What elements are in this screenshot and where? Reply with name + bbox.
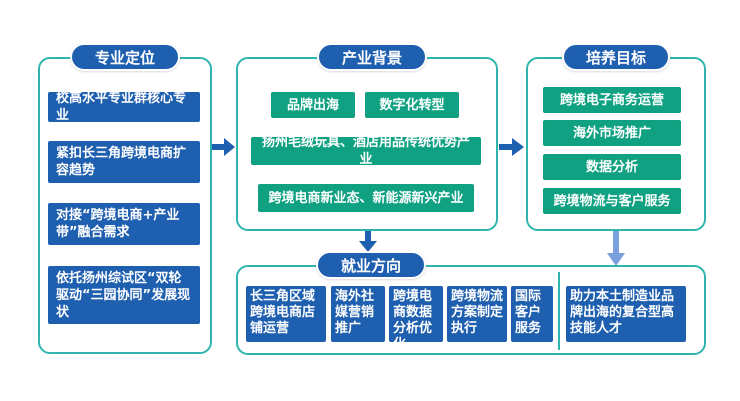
goal-item: 数据分析: [543, 154, 681, 180]
employment-column: 海外社媒营销推广: [331, 286, 385, 342]
employment-column: 跨境物流方案制定执行: [447, 286, 507, 342]
employment-column: 国际客户服务: [511, 286, 553, 342]
employment-column: 长三角区域跨境电商店铺运营: [246, 286, 326, 342]
industry-item: 扬州毛绒玩具、酒店用品传统优势产业: [251, 135, 481, 167]
arrow-right-icon: [499, 138, 524, 156]
industry-item: 数字化转型: [365, 92, 459, 118]
arrow-down-icon: [607, 231, 625, 266]
positioning-item: 校高水平专业群核心专业: [48, 91, 200, 123]
employment-column: 跨境电商数据分析优化: [389, 286, 443, 352]
arrow-down-icon: [359, 231, 377, 252]
training-goals-title: 培养目标: [562, 43, 670, 71]
employment-summary: 助力本土制造业品牌出海的复合型高技能人才: [566, 286, 686, 342]
industry-item: 跨境电商新业态、新能源新兴产业: [258, 184, 474, 212]
industry-item: 品牌出海: [271, 92, 355, 118]
employment-divider: [558, 272, 560, 350]
industry-background-title: 产业背景: [317, 43, 427, 71]
goal-item: 跨境电子商务运营: [543, 87, 681, 113]
positioning-title: 专业定位: [70, 43, 180, 71]
positioning-item: 依托扬州综试区“双轮驱动“三园协同”发展现状: [48, 266, 200, 324]
positioning-item: 对接“跨境电商+产业带”融合需求: [48, 203, 200, 245]
positioning-item: 紧扣长三角跨境电商扩容趋势: [48, 141, 200, 183]
goal-item: 海外市场推广: [543, 120, 681, 146]
goal-item: 跨境物流与客户服务: [543, 188, 681, 214]
arrow-right-icon: [212, 138, 235, 156]
employment-direction-title: 就业方向: [316, 251, 426, 279]
